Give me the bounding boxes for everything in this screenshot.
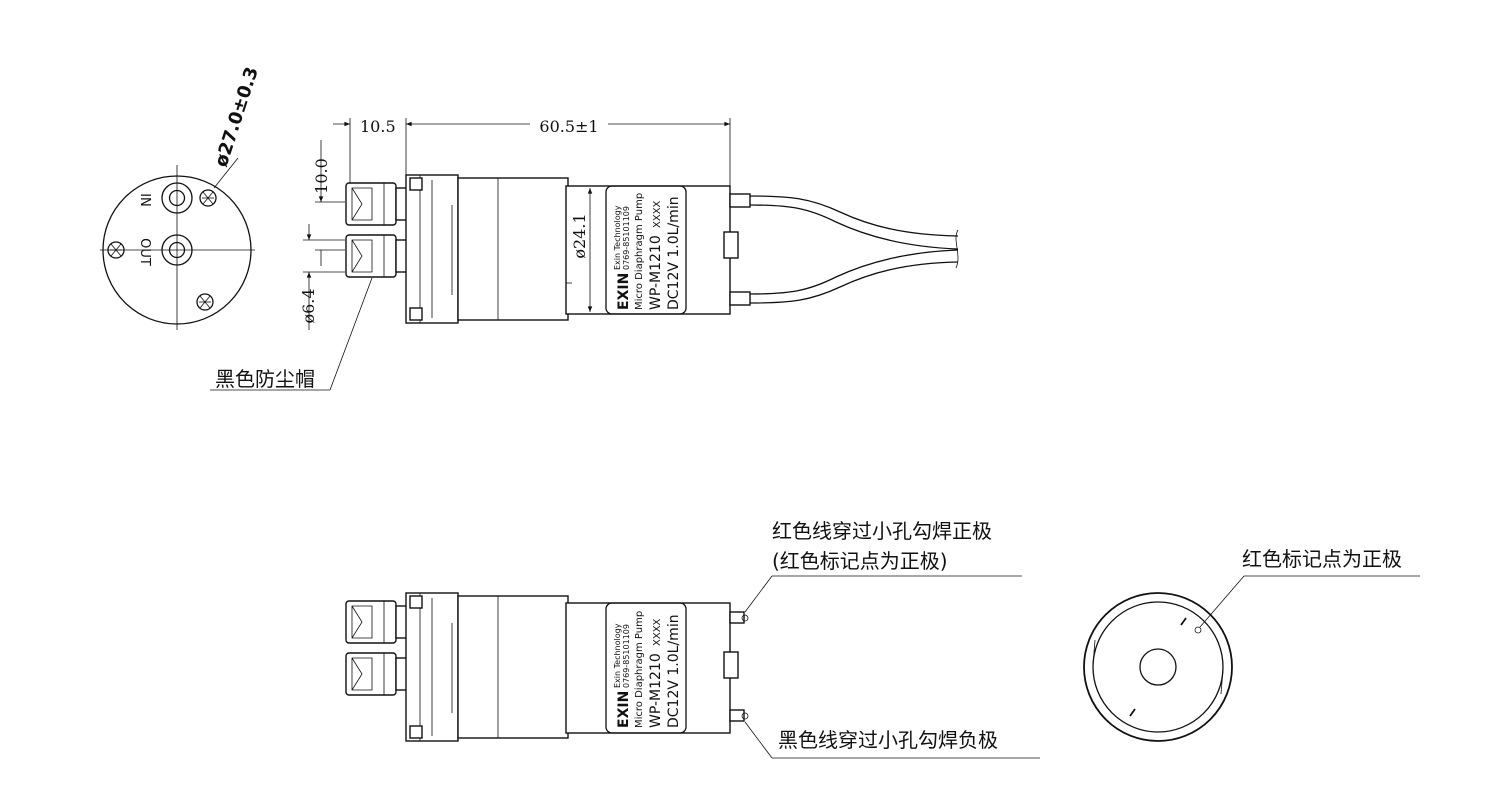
svg-text:WP-M1210: WP-M1210 bbox=[648, 235, 664, 310]
port-pitch-label: 10.0 bbox=[312, 158, 331, 194]
svg-text:Micro Diaphragm Pump: Micro Diaphragm Pump bbox=[634, 193, 645, 310]
inlet-label: IN bbox=[137, 193, 152, 207]
outlet-connector bbox=[345, 652, 409, 696]
body-diameter-label: ø24.1 bbox=[570, 213, 589, 258]
positive-marker-dot bbox=[1194, 626, 1202, 634]
black-wire-callout: 黑色线穿过小孔勾焊负极 bbox=[778, 728, 998, 752]
exin-logo: EXIN bbox=[616, 691, 632, 728]
svg-text:WP-M1210: WP-M1210 bbox=[648, 653, 664, 728]
inlet-port bbox=[161, 182, 193, 214]
rear-view: 红色标记点为正极 bbox=[1083, 547, 1420, 742]
svg-text:Exin Technology: Exin Technology bbox=[613, 205, 622, 270]
svg-text:0769-85101109: 0769-85101109 bbox=[622, 624, 631, 688]
product-label: EXIN Exin Technology 0769-85101109 Micro… bbox=[605, 602, 687, 734]
negative-terminal bbox=[729, 709, 749, 722]
svg-text:0769-85101109: 0769-85101109 bbox=[622, 206, 631, 270]
screw-icon bbox=[107, 241, 125, 259]
svg-text:DC12V 1.0L/min: DC12V 1.0L/min bbox=[666, 196, 682, 310]
exin-logo: EXIN bbox=[616, 273, 632, 310]
connector-length-label: 10.5 bbox=[360, 117, 396, 136]
outlet-label: OUT bbox=[137, 238, 152, 266]
svg-text:Exin Technology: Exin Technology bbox=[613, 623, 622, 688]
svg-text:Micro Diaphragm Pump: Micro Diaphragm Pump bbox=[634, 611, 645, 728]
screw-icon bbox=[196, 293, 214, 311]
front-diameter-label: ø27.0±0.3 bbox=[211, 64, 263, 169]
svg-text:XXXX: XXXX bbox=[652, 200, 663, 228]
svg-text:XXXX: XXXX bbox=[652, 618, 663, 646]
body-length-label: 60.5±1 bbox=[539, 117, 598, 136]
outlet-connector bbox=[345, 234, 409, 278]
positive-terminal bbox=[729, 611, 749, 624]
red-wire-note: (红色标记点为正极) bbox=[772, 549, 948, 573]
dust-cap-callout: 黑色防尘帽 bbox=[215, 367, 315, 391]
side-view-bottom: EXIN Exin Technology 0769-85101109 Micro… bbox=[345, 519, 1040, 759]
svg-text:DC12V 1.0L/min: DC12V 1.0L/min bbox=[666, 614, 682, 728]
inlet-connector bbox=[345, 182, 409, 226]
red-dot-callout: 红色标记点为正极 bbox=[1242, 547, 1402, 571]
red-wire-callout: 红色线穿过小孔勾焊正极 bbox=[772, 519, 992, 543]
screw-icon bbox=[199, 189, 217, 207]
outlet-port bbox=[161, 234, 193, 266]
front-view: IN OUT ø27.0±0.3 bbox=[100, 64, 263, 330]
product-label: EXIN Exin Technology 0769-85101109 Micro… bbox=[605, 185, 687, 315]
side-view-top: 10.5 60.5±1 10.0 ø6.4 bbox=[210, 117, 959, 391]
port-diameter-label: ø6.4 bbox=[299, 288, 318, 323]
inlet-connector bbox=[345, 600, 409, 644]
